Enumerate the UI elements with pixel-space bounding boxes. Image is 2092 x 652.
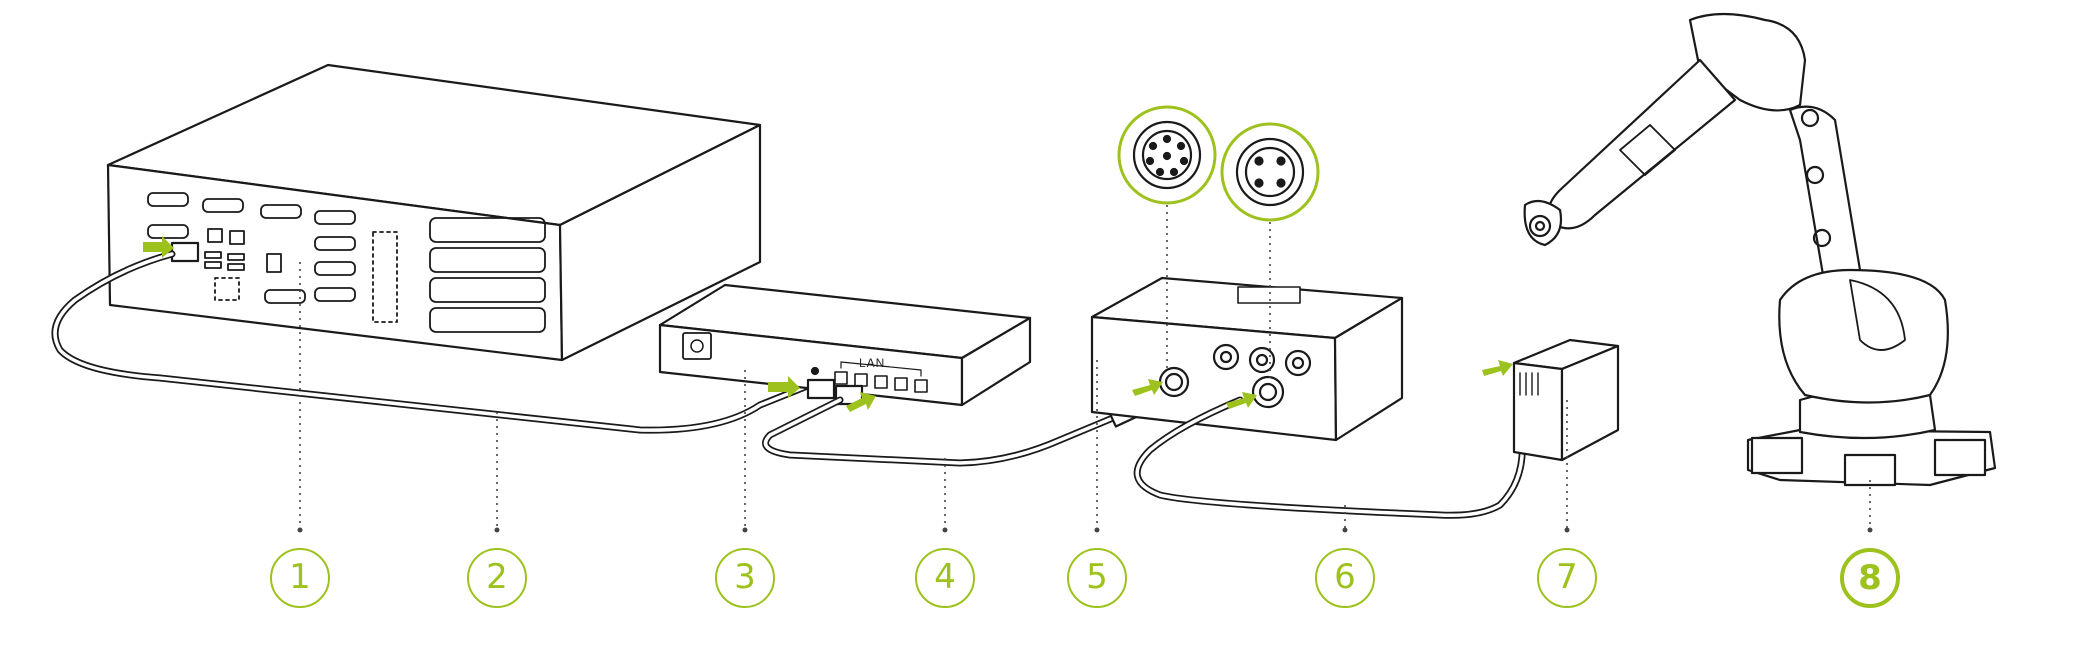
- callout-5: 5: [1067, 548, 1127, 608]
- connection-arrows: [143, 236, 1513, 412]
- callout-3: 3: [715, 548, 775, 608]
- arrow-terminal: [1482, 360, 1513, 376]
- arrow-box-port-2: [1226, 392, 1257, 409]
- arrow-switch-port-1: [768, 376, 800, 398]
- leader-dots: [297, 527, 1873, 533]
- arrow-switch-port-2: [846, 392, 876, 412]
- callout-8: 8: [1840, 548, 1900, 608]
- arrow-pc-port: [143, 236, 174, 258]
- callout-1: 1: [270, 548, 330, 608]
- callout-6: 6: [1315, 548, 1375, 608]
- callout-7: 7: [1537, 548, 1597, 608]
- leader-lines: [299, 205, 1871, 530]
- industrial-robot: [1523, 12, 1997, 487]
- switch-lan-label: LAN: [859, 356, 886, 370]
- connector-box: [1090, 276, 1404, 442]
- terminal-module: [1512, 338, 1620, 462]
- industrial-pc: [106, 63, 762, 362]
- 8-pin-connector-zoom: [1117, 105, 1217, 205]
- callout-2: 2: [467, 548, 527, 608]
- 4-pin-connector-zoom: [1220, 122, 1320, 222]
- callout-4: 4: [915, 548, 975, 608]
- arrow-box-port-1: [1132, 379, 1163, 396]
- network-switch: [658, 283, 1032, 407]
